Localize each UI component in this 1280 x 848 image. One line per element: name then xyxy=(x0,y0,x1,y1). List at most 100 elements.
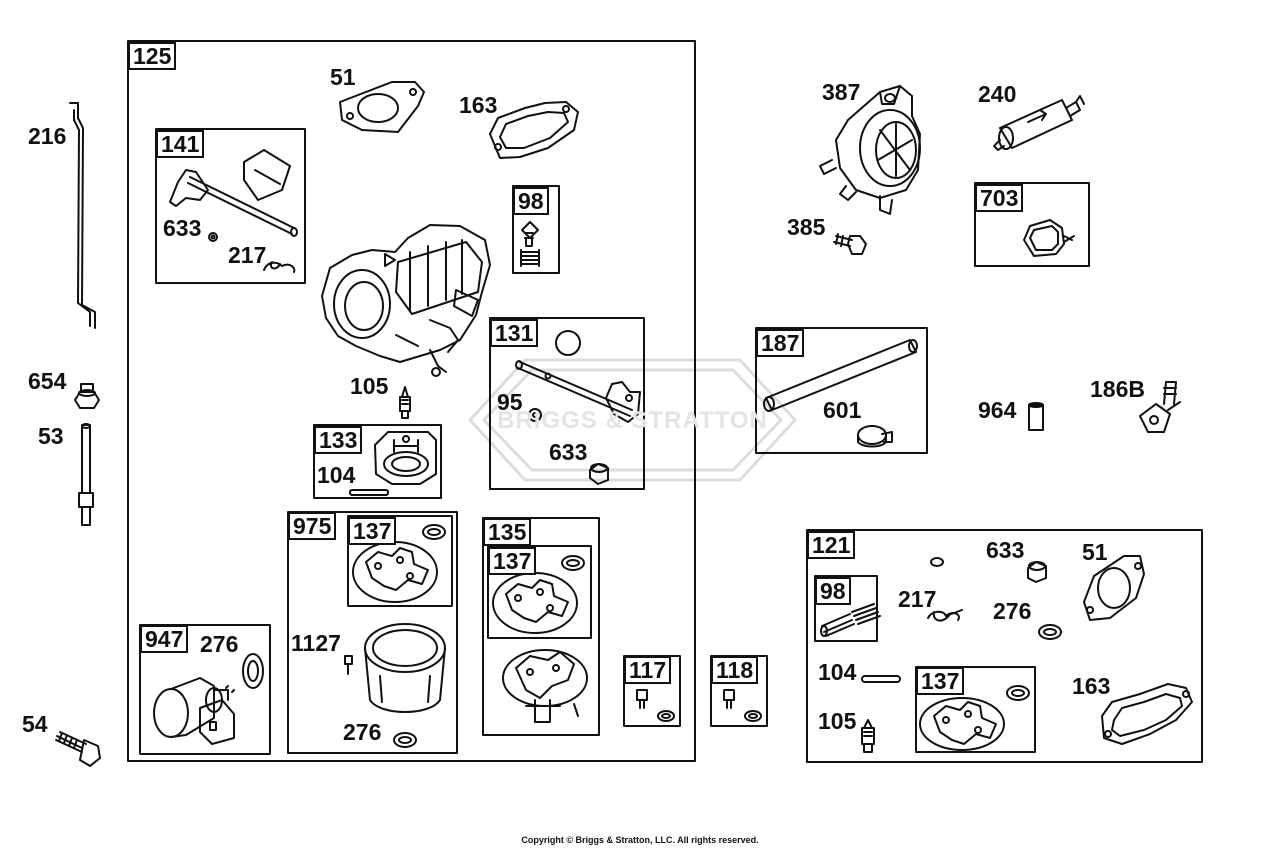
label-54: 54 xyxy=(22,711,48,737)
label-217-b: 217 xyxy=(898,586,937,612)
label-276-a: 276 xyxy=(200,631,239,657)
label-105-b: 105 xyxy=(818,708,857,734)
watermark-text: BRIGGS & STRATTON xyxy=(497,407,768,434)
label-654: 654 xyxy=(28,368,67,394)
hose-clamp-601 xyxy=(857,425,893,448)
float-bowl-1127 xyxy=(344,623,446,748)
box-label-133: 133 xyxy=(314,426,363,454)
box-label-98-b: 98 xyxy=(815,577,851,605)
fuel-pump-387 xyxy=(819,85,921,215)
label-186b: 186B xyxy=(1090,376,1145,402)
label-276-b: 276 xyxy=(343,719,382,745)
screw-54 xyxy=(55,731,101,767)
label-51-top: 51 xyxy=(330,64,356,90)
group-box-187 xyxy=(755,327,928,454)
box-label-135: 135 xyxy=(483,518,532,546)
group-box-141 xyxy=(155,128,306,284)
label-104-b: 104 xyxy=(818,659,857,685)
label-1127: 1127 xyxy=(291,630,341,656)
hex-nut-654 xyxy=(74,383,100,409)
box-label-137-a: 137 xyxy=(348,517,397,545)
label-104-a: 104 xyxy=(317,462,356,488)
group-box-947 xyxy=(139,624,271,755)
box-label-118: 118 xyxy=(711,656,759,684)
fuel-solenoid-947 xyxy=(153,653,264,745)
label-163-kit: 163 xyxy=(1072,673,1111,699)
o-ring-276-c xyxy=(1038,624,1062,640)
jet-118 xyxy=(723,689,762,722)
label-633-a: 633 xyxy=(163,215,202,241)
ball-121 xyxy=(930,557,944,567)
box-label-703: 703 xyxy=(975,184,1024,212)
label-95: 95 xyxy=(497,389,523,415)
hose-clip-703 xyxy=(1023,219,1075,257)
gasket-51-top xyxy=(339,81,425,133)
group-box-137-a xyxy=(347,515,453,607)
bushing-633 xyxy=(1027,561,1047,583)
group-box-703 xyxy=(974,182,1090,267)
label-240: 240 xyxy=(978,81,1017,107)
group-box-137-b xyxy=(487,545,592,639)
screw-385 xyxy=(833,233,867,255)
choke-shaft-141 xyxy=(169,149,298,273)
carburetor-stud-53 xyxy=(78,423,94,526)
box-label-141: 141 xyxy=(156,130,205,158)
label-216: 216 xyxy=(28,123,67,149)
label-163-top: 163 xyxy=(459,92,498,118)
pilot-screw-98-a xyxy=(520,221,540,267)
group-box-98-b xyxy=(814,575,878,642)
box-label-125: 125 xyxy=(128,42,177,70)
gasket-set-137-c xyxy=(919,685,1030,751)
box-label-117: 117 xyxy=(624,656,672,684)
box-label-121: 121 xyxy=(807,531,856,559)
group-box-975 xyxy=(287,511,458,754)
jet-117 xyxy=(636,689,675,722)
group-box-98-a xyxy=(512,185,560,274)
label-601: 601 xyxy=(823,397,862,423)
group-box-137-c xyxy=(915,666,1036,753)
brand-watermark xyxy=(468,358,797,482)
group-box-121 xyxy=(806,529,1203,763)
label-633-b: 633 xyxy=(549,439,588,465)
throttle-shaft-131 xyxy=(515,330,641,485)
spring-217 xyxy=(927,609,963,622)
group-box-131 xyxy=(489,317,645,490)
gasket-163-kit xyxy=(1101,683,1193,745)
box-label-131: 131 xyxy=(490,319,539,347)
gasket-51-kit xyxy=(1083,555,1145,621)
elbow-fitting-186b xyxy=(1139,381,1181,433)
group-box-125 xyxy=(127,40,696,762)
box-label-975: 975 xyxy=(288,512,337,540)
float-needle-105-b xyxy=(861,719,875,753)
label-387: 387 xyxy=(822,79,861,105)
bowl-assembly-135 xyxy=(502,649,588,723)
label-105-a: 105 xyxy=(350,373,389,399)
carburetor-body xyxy=(321,224,491,377)
label-385: 385 xyxy=(787,214,826,240)
pilot-screw-98-b xyxy=(820,603,881,637)
box-label-137-c: 137 xyxy=(916,667,965,695)
fuel-line-187 xyxy=(763,339,918,412)
float-133 xyxy=(349,431,437,496)
group-box-135 xyxy=(482,517,600,736)
label-217-a: 217 xyxy=(228,242,267,268)
gasket-163-top xyxy=(489,101,579,159)
throttle-link-rod xyxy=(69,102,96,329)
fuel-filter-240 xyxy=(993,95,1085,151)
pin-104-b xyxy=(861,675,901,683)
sleeve-964 xyxy=(1028,402,1044,431)
copyright-notice: Copyright © Briggs & Stratton, LLC. All … xyxy=(521,835,759,845)
label-633-c: 633 xyxy=(986,537,1025,563)
float-needle-105-a xyxy=(399,386,411,419)
group-box-133 xyxy=(313,424,442,499)
box-label-947: 947 xyxy=(140,625,189,653)
label-276-c: 276 xyxy=(993,598,1032,624)
box-label-98-a: 98 xyxy=(513,187,549,215)
label-53: 53 xyxy=(38,423,64,449)
box-label-137-b: 137 xyxy=(488,547,537,575)
box-label-187: 187 xyxy=(756,329,805,357)
label-51-kit: 51 xyxy=(1082,539,1108,565)
label-964: 964 xyxy=(978,397,1017,423)
